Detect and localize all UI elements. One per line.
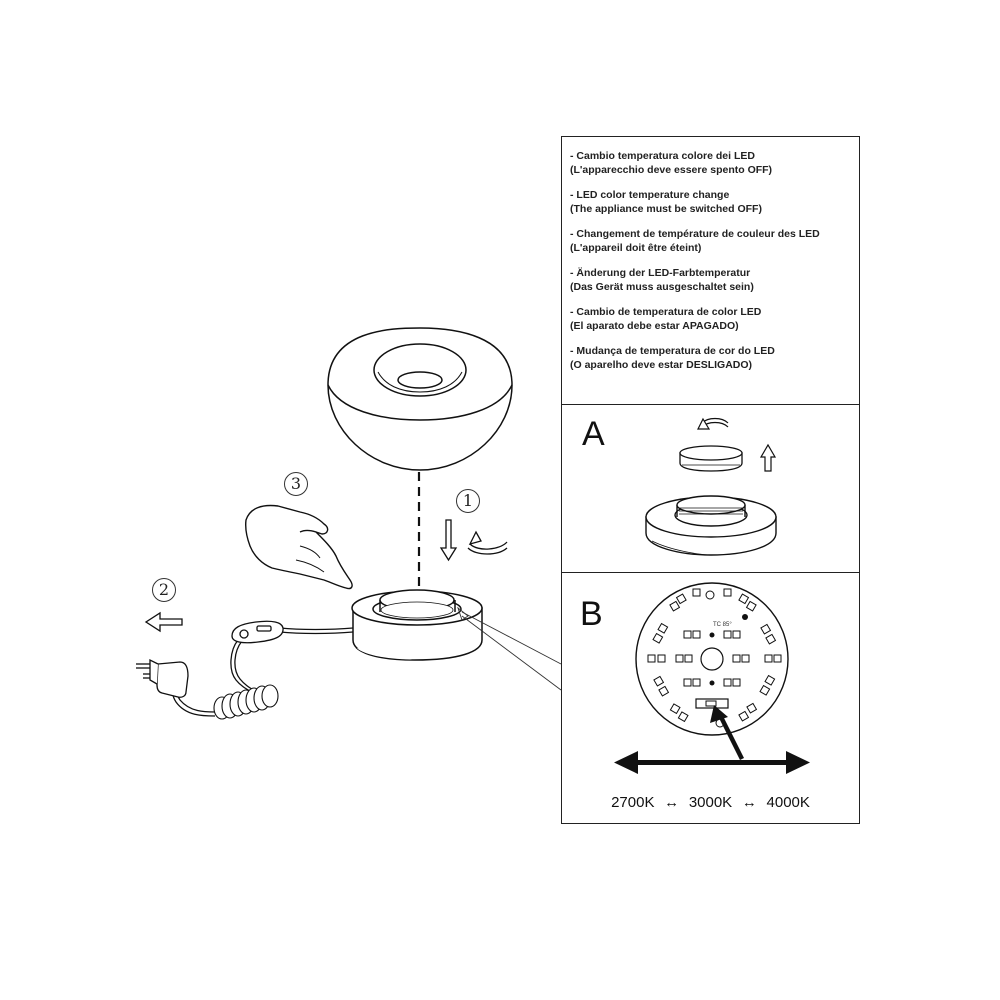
lamp-base <box>351 589 483 661</box>
instruction-title: - Changement de température de couleur d… <box>570 228 820 240</box>
hand-icon <box>245 504 353 590</box>
led-cap <box>679 445 743 472</box>
instruction-entry-de: - Änderung der LED-Farbtemperatur (Das G… <box>570 266 859 294</box>
instruction-title: - Cambio temperatura colore dei LED <box>570 150 755 162</box>
instruction-note: (Das Gerät muss ausgeschaltet sein) <box>570 281 754 293</box>
power-adapter-icon <box>136 658 189 698</box>
instruction-title: - Cambio de temperatura de color LED <box>570 306 762 318</box>
instruction-title: - Änderung der LED-Farbtemperatur <box>570 267 751 279</box>
zoom-lines <box>457 606 562 691</box>
coiled-cable <box>213 684 279 720</box>
instruction-entry-es: - Cambio de temperatura de color LED (El… <box>570 305 859 333</box>
rotate-arrow-icon <box>467 530 508 555</box>
temperature-4000k: 4000K <box>766 794 810 811</box>
instruction-panel: - Cambio temperatura colore dei LED (L'a… <box>561 136 860 824</box>
instruction-note: (L'appareil doit être éteint) <box>570 242 702 254</box>
instruction-title: - Mudança de temperatura de cor do LED <box>570 345 775 357</box>
instruction-entry-pt: - Mudança de temperatura de cor do LED (… <box>570 344 859 372</box>
inline-switch <box>231 620 284 644</box>
instruction-note: (The appliance must be switched OFF) <box>570 203 762 215</box>
pointer-arrow-icon <box>710 705 745 761</box>
section-b: B <box>562 573 859 825</box>
instruction-note: (O aparelho deve estar DESLIGADO) <box>570 359 753 371</box>
instruction-entry-fr: - Changement de température de couleur d… <box>570 227 859 255</box>
color-temperature-scale: 2700K ↔ 3000K ↔ 4000K <box>562 794 859 811</box>
instruction-entry-it: - Cambio temperatura colore dei LED (L'a… <box>570 149 859 177</box>
double-arrow-small-icon: ↔ <box>664 794 680 811</box>
left-arrow-icon <box>144 611 183 633</box>
rotate-arrow-icon <box>697 417 729 430</box>
section-a-label: A <box>582 415 605 453</box>
section-a: A <box>562 405 859 573</box>
section-b-drawing <box>614 582 810 774</box>
lamp-base-detail <box>645 495 777 556</box>
step-2-marker: 2 <box>152 578 176 602</box>
double-arrow-icon <box>614 751 810 774</box>
section-b-label: B <box>580 595 603 633</box>
led-board <box>635 582 789 736</box>
board-label: TC 85° <box>713 622 732 628</box>
instruction-text-block: - Cambio temperatura colore dei LED (L'a… <box>562 137 859 405</box>
section-a-drawing <box>645 417 777 556</box>
up-arrow-icon <box>759 443 777 472</box>
double-arrow-small-icon: ↔ <box>741 794 757 811</box>
lampshade <box>327 327 513 471</box>
down-arrow-icon <box>439 519 458 562</box>
temperature-2700k: 2700K <box>611 794 655 811</box>
step-3-marker: 3 <box>284 472 308 496</box>
step-1-marker: 1 <box>456 489 480 513</box>
instruction-note: (L'apparecchio deve essere spento OFF) <box>570 164 773 176</box>
temperature-3000k: 3000K <box>688 794 733 811</box>
instruction-title: - LED color temperature change <box>570 189 730 201</box>
instruction-note: (El aparato debe estar APAGADO) <box>570 320 739 332</box>
instruction-entry-en: - LED color temperature change (The appl… <box>570 188 859 216</box>
